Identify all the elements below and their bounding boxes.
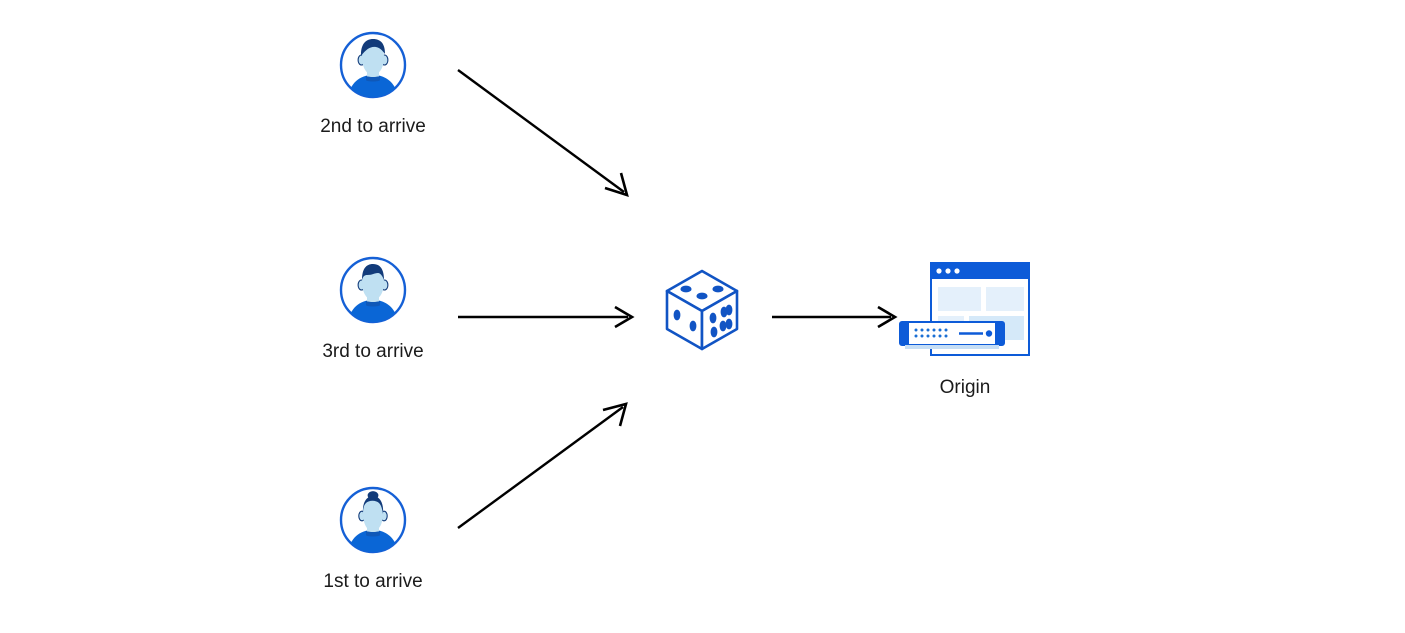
origin-node: Origin [897, 260, 1033, 400]
arrow-2nd-to-dice [457, 69, 629, 197]
client-node-3rd: 3rd to arrive [322, 254, 424, 364]
user-avatar-icon [339, 256, 407, 324]
server-device-icon [899, 321, 1005, 349]
client-label-2nd: 2nd to arrive [320, 116, 426, 137]
arrow-1st-to-dice [457, 402, 628, 529]
origin-server-icon [899, 262, 1030, 356]
dice-node [661, 266, 743, 354]
origin-label: Origin [939, 377, 991, 398]
client-label-1st: 1st to arrive [323, 571, 423, 592]
arrow-3rd-to-dice [458, 305, 635, 329]
client-node-2nd: 2nd to arrive [320, 29, 426, 139]
arrow-dice-to-origin [772, 305, 898, 329]
dice-icon [665, 269, 739, 351]
user-avatar-icon [339, 486, 407, 554]
user-avatar-icon [339, 31, 407, 99]
client-label-3rd: 3rd to arrive [322, 341, 424, 362]
client-node-1st: 1st to arrive [323, 484, 423, 594]
